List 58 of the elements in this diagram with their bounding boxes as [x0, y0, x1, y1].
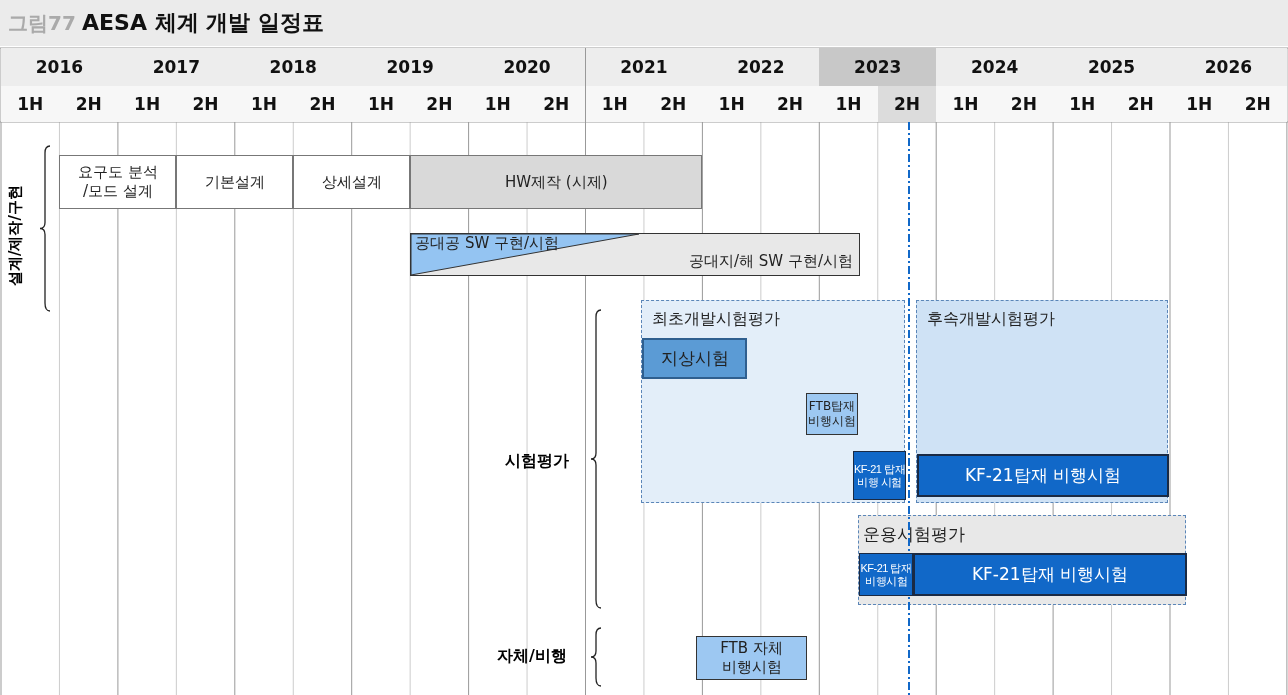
year-header-cell: 2016 [1, 48, 118, 86]
split-task-bar [410, 233, 860, 276]
group-label: 자체/비행 [497, 646, 567, 667]
half-year-cell: 2H [760, 86, 820, 122]
half-year-cell: 1H [702, 86, 761, 122]
task-bar: KF-21탑재 비행시험 [917, 454, 1169, 497]
half-year-cell: 1H [936, 86, 995, 122]
phase-title: 운용시험평가 [863, 524, 965, 546]
half-year-cell: 2H [176, 86, 235, 122]
year-header-cell: 2021 [585, 48, 703, 86]
task-bar: FTB탑재 비행시험 [806, 393, 858, 435]
group-label: 설계/제작/구현 [5, 184, 25, 286]
year-header-cell: 2022 [702, 48, 820, 86]
task-bar: FTB 자체 비행시험 [696, 636, 807, 680]
year-header-cell: 2025 [1053, 48, 1170, 86]
half-year-cell: 1H [117, 86, 177, 122]
half-year-cell: 2H [293, 86, 352, 122]
year-header-cell: 2018 [234, 48, 352, 86]
half-year-cell: 1H [585, 86, 644, 122]
year-header-cell: 2017 [117, 48, 235, 86]
test-phase-panel [858, 515, 1186, 605]
half-year-cell: 2H [877, 86, 937, 122]
half-year-cell: 2H [1228, 86, 1287, 122]
task-bar: 지상시험 [642, 338, 747, 379]
half-year-cell: 1H [819, 86, 878, 122]
half-year-cell: 2H [994, 86, 1054, 122]
task-bar: KF-21 탑재 비행 시험 [853, 451, 906, 500]
figure-number: 그림77 [8, 10, 76, 37]
group-label: 시험평가 [505, 451, 569, 472]
phase-title: 최초개발시험평가 [652, 309, 780, 329]
task-bar: 요구도 분석 /모드 설계 [59, 155, 177, 209]
half-year-cell: 1H [1170, 86, 1229, 122]
year-header-cell: 2023 [819, 48, 937, 86]
half-year-cell: 2H [1111, 86, 1170, 122]
task-bar: KF-21탑재 비행시험 [913, 553, 1187, 596]
phase-title: 후속개발시험평가 [927, 309, 1055, 329]
year-header-cell: 2020 [468, 48, 586, 86]
task-label: 공대지/해 SW 구현/시험 [689, 252, 853, 271]
test-phase-panel [916, 300, 1168, 503]
half-year-cell: 2H [59, 86, 118, 122]
half-year-cell: 1H [351, 86, 411, 122]
half-year-cell: 1H [1, 86, 60, 122]
task-bar: 상세설계 [293, 155, 411, 209]
year-header-cell: 2026 [1170, 48, 1287, 86]
task-bar: HW제작 (시제) [410, 155, 703, 209]
half-year-cell: 1H [234, 86, 294, 122]
half-year-cell: 2H [643, 86, 703, 122]
chart-title: AESA 체계 개발 일정표 [82, 9, 324, 37]
test-phase-panel [641, 300, 905, 503]
task-bar: KF-21 탑재 비행시험 [859, 553, 913, 596]
half-year-cell: 2H [527, 86, 586, 122]
half-year-cell: 2H [410, 86, 469, 122]
task-label: 공대공 SW 구현/시험 [415, 234, 560, 253]
half-year-cell: 1H [1053, 86, 1112, 122]
half-year-cell: 1H [468, 86, 528, 122]
year-header-cell: 2024 [936, 48, 1054, 86]
task-bar: 기본설계 [176, 155, 294, 209]
year-header-cell: 2019 [351, 48, 469, 86]
